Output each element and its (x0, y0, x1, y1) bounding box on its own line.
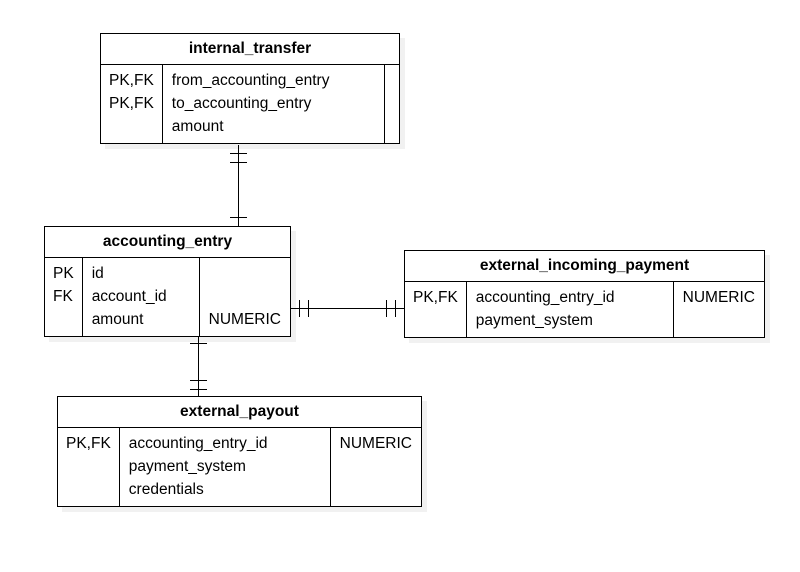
key-label: FK (53, 288, 73, 305)
entity-key-column: PK,FK PK,FK (101, 65, 163, 143)
field-label: payment_system (128, 458, 246, 475)
relationship-line (290, 308, 406, 309)
entity-title-external-incoming-payment: external_incoming_payment (405, 251, 764, 282)
entity-body: PK,FK accounting_entry_id payment_system… (58, 428, 421, 506)
entity-type-column: NUMERIC (672, 282, 764, 337)
cardinality-tick-one (190, 343, 207, 344)
entity-key-column: PK,FK (405, 282, 467, 337)
relationship-line (238, 145, 239, 235)
type-label: NUMERIC (208, 311, 281, 328)
entity-internal-transfer[interactable]: internal_transfer PK,FK PK,FK from_accou… (100, 33, 400, 144)
field-label: from_accounting_entry (171, 72, 330, 89)
entity-type-column: NUMERIC (329, 428, 421, 506)
entity-field-column: id account_id amount (83, 258, 199, 336)
cardinality-tick-one (386, 300, 387, 317)
entity-field-column: accounting_entry_id payment_system crede… (120, 428, 330, 506)
cardinality-tick-one (190, 389, 207, 390)
field-label: amount (91, 311, 144, 328)
key-label: PK,FK (66, 435, 111, 452)
entity-field-column: accounting_entry_id payment_system (467, 282, 673, 337)
relationship-internal-transfer-accounting-entry[interactable] (230, 145, 270, 235)
type-label: NUMERIC (682, 289, 755, 306)
entity-external-payout[interactable]: external_payout PK,FK accounting_entry_i… (57, 396, 422, 507)
entity-title-internal-transfer: internal_transfer (101, 34, 399, 65)
entity-external-incoming-payment[interactable]: external_incoming_payment PK,FK accounti… (404, 250, 765, 338)
field-label: to_accounting_entry (171, 95, 312, 112)
entity-key-column: PK FK (45, 258, 83, 336)
cardinality-tick-one (230, 162, 247, 163)
field-label: payment_system (475, 312, 593, 329)
field-label: accounting_entry_id (475, 289, 615, 306)
entity-title-external-payout: external_payout (58, 397, 421, 428)
entity-field-column: from_accounting_entry to_accounting_entr… (163, 65, 384, 143)
entity-body: PK,FK PK,FK from_accounting_entry to_acc… (101, 65, 399, 143)
field-label: amount (171, 118, 224, 135)
cardinality-tick-one (395, 300, 396, 317)
key-label: PK,FK (413, 289, 458, 306)
key-label: PK,FK (109, 95, 154, 112)
cardinality-tick-one (230, 217, 247, 218)
field-label: accounting_entry_id (128, 435, 268, 452)
entity-title-accounting-entry: accounting_entry (45, 227, 290, 258)
entity-body: PK FK id account_id amount NUMERIC (45, 258, 290, 336)
entity-type-column (384, 65, 399, 143)
key-label: PK,FK (109, 72, 154, 89)
cardinality-tick-one (190, 380, 207, 381)
entity-type-column: NUMERIC (198, 258, 290, 336)
entity-accounting-entry[interactable]: accounting_entry PK FK id account_id amo… (44, 226, 291, 337)
cardinality-tick-one (308, 300, 309, 317)
field-label: account_id (91, 288, 167, 305)
key-label: PK (53, 265, 74, 282)
cardinality-tick-one (230, 153, 247, 154)
cardinality-tick-one (299, 300, 300, 317)
relationship-line (198, 326, 199, 398)
field-label: id (91, 265, 104, 282)
type-label: NUMERIC (339, 435, 412, 452)
field-label: credentials (128, 481, 204, 498)
relationship-accounting-entry-external-incoming-payment[interactable] (290, 296, 406, 332)
entity-body: PK,FK accounting_entry_id payment_system… (405, 282, 764, 337)
entity-key-column: PK,FK (58, 428, 120, 506)
